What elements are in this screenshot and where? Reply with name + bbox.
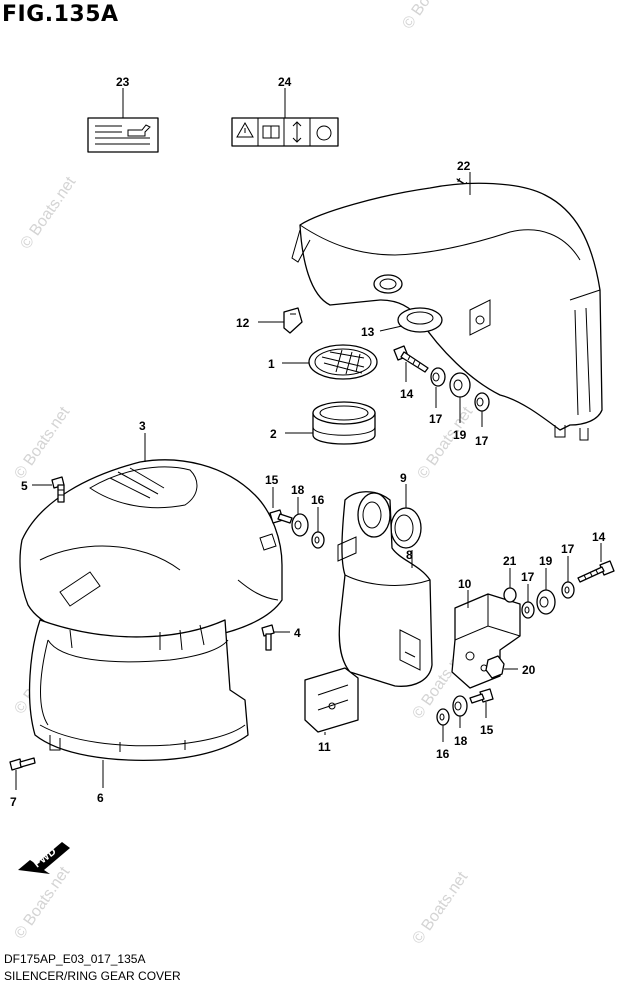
part-5-screw (51, 476, 65, 503)
callout-3: 3 (139, 419, 146, 433)
part-16-collar-lower (436, 708, 450, 726)
part-21-nut (503, 587, 517, 603)
part-11-bracket (304, 667, 359, 733)
callout-1: 1 (268, 357, 275, 371)
callout-17-right-b: 17 (561, 542, 575, 556)
diagram-caption: SILENCER/RING GEAR COVER (4, 969, 181, 983)
part-13-grommet (397, 307, 443, 333)
part-17-collar-upper (474, 392, 490, 412)
callout-15-lower: 15 (480, 723, 494, 737)
part-14-bolt-upper (393, 345, 429, 373)
figure-title: FIG.135A (2, 2, 119, 27)
part-24-warning-label (231, 117, 339, 147)
callout-24: 24 (278, 75, 292, 89)
callout-19-right: 19 (539, 554, 553, 568)
part-6-lower-cover (28, 619, 249, 761)
warning-icon (236, 121, 254, 138)
part-7-screw (9, 757, 36, 771)
watermark: © Boats.net (11, 863, 73, 942)
callout-19-upper: 19 (453, 428, 467, 442)
callout-18-lower: 18 (454, 734, 468, 748)
part-20-clamp (485, 655, 505, 679)
part-17-bushing-upper (430, 367, 446, 387)
callout-6: 6 (97, 791, 104, 805)
part-23-oil-label (87, 117, 159, 153)
callout-22: 22 (457, 159, 471, 173)
callout-13: 13 (361, 325, 375, 339)
part-15-bolt-lower (469, 688, 494, 704)
callout-12: 12 (236, 316, 250, 330)
callout-7: 7 (10, 795, 17, 809)
part-16-collar-upper (311, 531, 325, 549)
callout-17-upper-a: 17 (429, 412, 443, 426)
watermark: © Boats.net (409, 868, 471, 947)
part-4-screw (261, 624, 275, 651)
callout-17-upper-b: 17 (475, 434, 489, 448)
up-down-arrow-icon (292, 121, 302, 143)
part-14-bolt-right (577, 560, 615, 583)
part-22-silencer (291, 182, 603, 441)
callout-21: 21 (503, 554, 517, 568)
callout-18-upper: 18 (291, 483, 305, 497)
part-9-seal (390, 507, 422, 549)
callout-20: 20 (522, 663, 536, 677)
manual-icon (262, 125, 280, 139)
watermark: © Boats.net (11, 403, 73, 482)
callout-16-upper: 16 (311, 493, 325, 507)
part-2-seal-ring (312, 401, 376, 445)
callout-4: 4 (294, 626, 301, 640)
callout-8: 8 (406, 548, 413, 562)
part-1-filter-screen (308, 344, 378, 380)
part-18-grommet-upper (291, 513, 309, 537)
part-19-grommet-upper (449, 372, 471, 398)
watermark: © Boats.net (399, 0, 461, 32)
callout-15-upper: 15 (265, 473, 279, 487)
part-10-mount-bracket (451, 593, 521, 689)
callout-9: 9 (400, 471, 407, 485)
watermark: © Boats.net (17, 173, 79, 252)
part-12-clip (283, 307, 303, 334)
callout-5: 5 (21, 479, 28, 493)
oil-can-icon (316, 125, 332, 141)
callout-16-lower: 16 (436, 747, 450, 761)
oil-can-icon (127, 124, 151, 137)
part-17-collar-right-b (561, 581, 575, 599)
callout-14-right: 14 (592, 530, 606, 544)
callout-14-upper: 14 (400, 387, 414, 401)
callout-2: 2 (270, 427, 277, 441)
part-18-grommet-lower (452, 695, 468, 717)
part-3-ring-gear-cover (19, 459, 283, 641)
watermark: © Boats.net (414, 403, 476, 482)
part-15-bolt-upper (269, 509, 293, 524)
diagram-code: DF175AP_E03_017_135A (4, 952, 146, 966)
callout-17-right-a: 17 (521, 570, 535, 584)
part-19-grommet-right (536, 589, 556, 615)
part-8-intake-duct (337, 491, 433, 687)
callout-23: 23 (116, 75, 130, 89)
callout-11: 11 (318, 740, 331, 754)
part-17-collar-right-a (521, 601, 535, 619)
callout-10: 10 (458, 577, 472, 591)
